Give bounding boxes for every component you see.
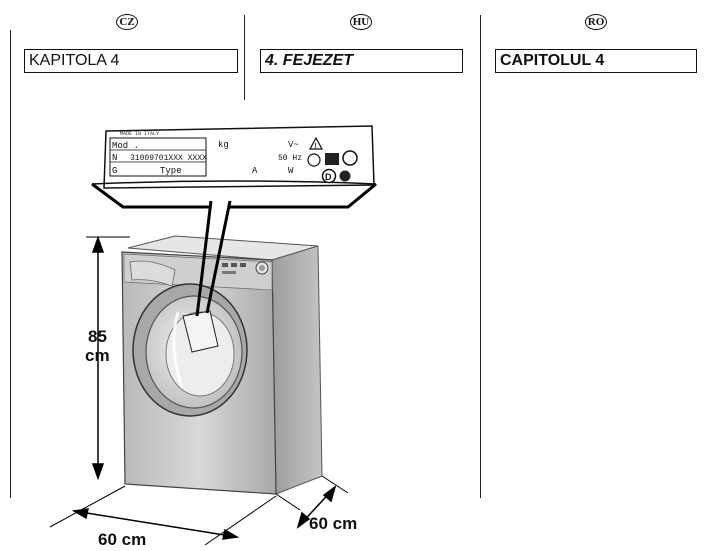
svg-text:!: ! xyxy=(315,143,317,150)
approval-mark-icon xyxy=(342,150,358,166)
machine-side xyxy=(271,245,323,495)
lang-badge-cz: CZ xyxy=(114,12,140,32)
chapter-heading-cz: KAPITOLA 4 xyxy=(24,49,238,73)
d-mark xyxy=(321,168,337,184)
plate-n: N xyxy=(112,153,117,163)
plate-a: A xyxy=(252,166,258,176)
column-divider-right xyxy=(480,15,481,498)
width-dimension-label: 60 cm xyxy=(98,530,147,549)
door xyxy=(132,283,248,417)
approval-mark-icon xyxy=(325,153,339,165)
chapter-heading-ro: CAPITOLUL 4 xyxy=(495,49,697,73)
lang-badge-hu: HU xyxy=(348,12,374,32)
column-divider-left xyxy=(10,30,11,498)
callout-lines xyxy=(91,182,377,317)
plate-type: Type xyxy=(160,166,182,176)
lang-badge-ro: RO xyxy=(583,12,609,32)
warning-icon xyxy=(308,136,324,150)
height-dimension-unit: cm xyxy=(85,346,110,365)
svg-text:D: D xyxy=(325,172,332,182)
height-dimension-arrow xyxy=(86,235,130,481)
depth-dimension-arrow xyxy=(275,475,349,529)
plate-mod: Mod . xyxy=(112,141,139,151)
plate-g: G xyxy=(112,166,117,176)
approval-mark-icon xyxy=(307,153,321,167)
plate-serial: 31009701XXX XXXX xyxy=(130,154,207,163)
plate-hz: 50 Hz xyxy=(278,154,302,163)
chapter-heading-hu: 4. FEJEZET xyxy=(260,49,463,73)
control-panel xyxy=(222,261,269,275)
recycle-icon xyxy=(339,170,351,182)
width-dimension-arrow xyxy=(49,485,277,546)
rating-plate: MADE IN ITALY Mod . N 31009701XXX XXXX G… xyxy=(91,125,377,189)
plate-made-in: MADE IN ITALY xyxy=(120,131,159,137)
plate-w: W xyxy=(288,166,294,176)
plate-kg: kg xyxy=(218,140,229,150)
depth-dimension-label: 60 cm xyxy=(309,514,358,533)
plate-v: V~ xyxy=(288,140,299,150)
rating-label-location xyxy=(182,310,219,353)
height-dimension-value: 85 xyxy=(88,327,107,346)
column-divider-middle xyxy=(244,15,245,100)
